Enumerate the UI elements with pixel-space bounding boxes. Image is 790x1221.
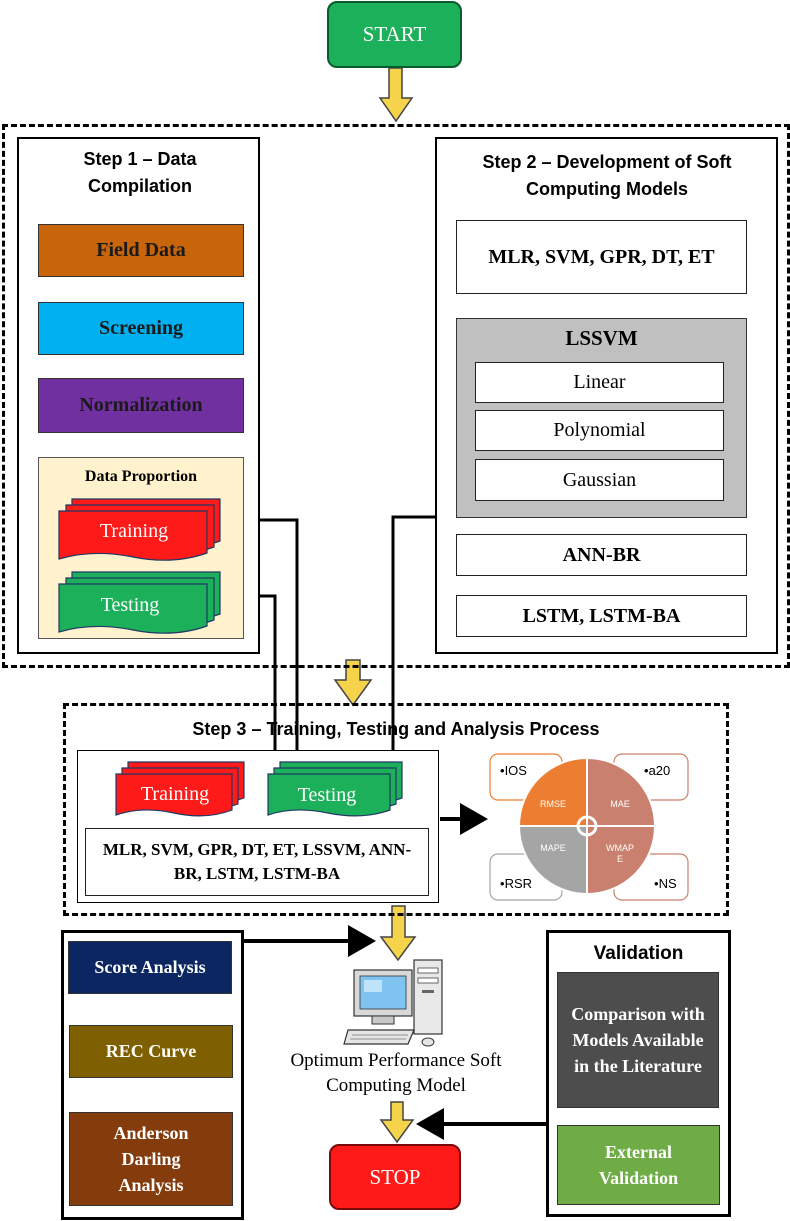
- metric-corner-ios: •IOS: [500, 763, 527, 778]
- metric-quadrant-wmape: [586, 825, 657, 896]
- step2-models-label: MLR, SVM, GPR, DT, ET: [488, 246, 715, 268]
- step3-testing-doc-stack: [267, 761, 403, 817]
- lssvm-kernel-polynomial-label: Polynomial: [553, 419, 646, 441]
- start-label: START: [362, 22, 427, 46]
- metric-label-mape: MAPE: [540, 843, 566, 853]
- ann-br-box: ANN-BR: [456, 534, 747, 576]
- external-validation-label: External Validation: [598, 1142, 679, 1188]
- field-data-box: Field Data: [38, 224, 244, 277]
- lssvm-kernel-linear-label: Linear: [573, 371, 626, 393]
- step3-training-label: Training: [140, 783, 210, 805]
- optimum-model-label: Optimum Performance Soft Computing Model: [290, 1050, 502, 1096]
- metric-corner-a20: •a20: [644, 763, 670, 778]
- anderson-darling-label: Anderson Darling Analysis: [113, 1123, 189, 1195]
- step1-testing-label: Testing: [100, 594, 160, 616]
- metric-corner-ns: •NS: [654, 876, 677, 891]
- comparison-label: Comparison with Models Available in the …: [571, 1004, 705, 1076]
- step2-models-box: MLR, SVM, GPR, DT, ET: [456, 220, 747, 294]
- lssvm-kernel-linear: Linear: [475, 362, 724, 403]
- field-data-label: Field Data: [96, 239, 186, 261]
- block-arrow-to-step3: [333, 659, 373, 707]
- metric-label-rmse: RMSE: [540, 799, 566, 809]
- metric-corner-rsr: •RSR: [500, 876, 532, 891]
- step3-group: [63, 703, 729, 916]
- stop-label: STOP: [369, 1164, 421, 1189]
- anderson-darling-box: Anderson Darling Analysis: [69, 1112, 233, 1206]
- lstm-box: LSTM, LSTM-BA: [456, 595, 747, 637]
- step3-training-doc-stack: [115, 761, 245, 817]
- rec-curve-box: REC Curve: [69, 1025, 233, 1078]
- computer-icon: [343, 959, 443, 1047]
- lssvm-kernel-gaussian: Gaussian: [475, 459, 724, 501]
- screening-box: Screening: [38, 302, 244, 355]
- start-node: START: [327, 1, 462, 68]
- score-analysis-label: Score Analysis: [94, 957, 206, 977]
- external-validation-box: External Validation: [557, 1125, 720, 1205]
- validation-title: Validation: [593, 943, 684, 964]
- lssvm-kernel-polynomial: Polynomial: [475, 410, 724, 451]
- lstm-label: LSTM, LSTM-BA: [522, 604, 681, 627]
- lssvm-title: LSSVM: [565, 326, 638, 350]
- step3-models-box: MLR, SVM, GPR, DT, ET, LSSVM, ANN-BR, LS…: [85, 828, 429, 896]
- metric-label-mae: MAE: [610, 799, 630, 809]
- metric-label-wmape-line1: WMAP: [606, 843, 634, 853]
- step1-training-label: Training: [99, 520, 169, 542]
- rec-curve-label: REC Curve: [105, 1041, 197, 1061]
- metric-quadrant-rmse: [517, 756, 588, 827]
- block-arrow-to-stop: [379, 1101, 415, 1144]
- metric-label-wmape-line2: E: [617, 854, 623, 864]
- data-proportion-title: Data Proportion: [84, 468, 198, 485]
- step2-title: Step 2 – Development of Soft Computing M…: [482, 152, 732, 199]
- step3-testing-label: Testing: [297, 784, 357, 806]
- step3-title: Step 3 – Training, Testing and Analysis …: [192, 719, 600, 739]
- block-arrow-step3-to-computer: [379, 905, 417, 962]
- screening-label: Screening: [98, 317, 184, 339]
- lssvm-kernel-gaussian-label: Gaussian: [562, 468, 637, 491]
- normalization-label: Normalization: [79, 394, 203, 416]
- metrics-center-ring-icon: [576, 815, 598, 837]
- score-analysis-box: Score Analysis: [68, 941, 232, 994]
- step3-models-label: MLR, SVM, GPR, DT, ET, LSSVM, ANN-BR, LS…: [102, 840, 412, 883]
- block-arrow-start-to-step1: [378, 67, 414, 123]
- metric-quadrant-mape: [517, 825, 588, 896]
- step1-step2-group: [2, 124, 790, 668]
- testing-doc-stack: [58, 571, 221, 634]
- training-doc-stack: [58, 498, 221, 561]
- ann-br-label: ANN-BR: [562, 543, 641, 566]
- stop-node: STOP: [329, 1144, 461, 1210]
- metric-quadrant-mae: [586, 756, 657, 827]
- line-step2-to-step3: [381, 515, 436, 805]
- comparison-box: Comparison with Models Available in the …: [557, 972, 719, 1108]
- step1-title: Step 1 – Data Compilation: [83, 149, 197, 196]
- normalization-box: Normalization: [38, 378, 244, 433]
